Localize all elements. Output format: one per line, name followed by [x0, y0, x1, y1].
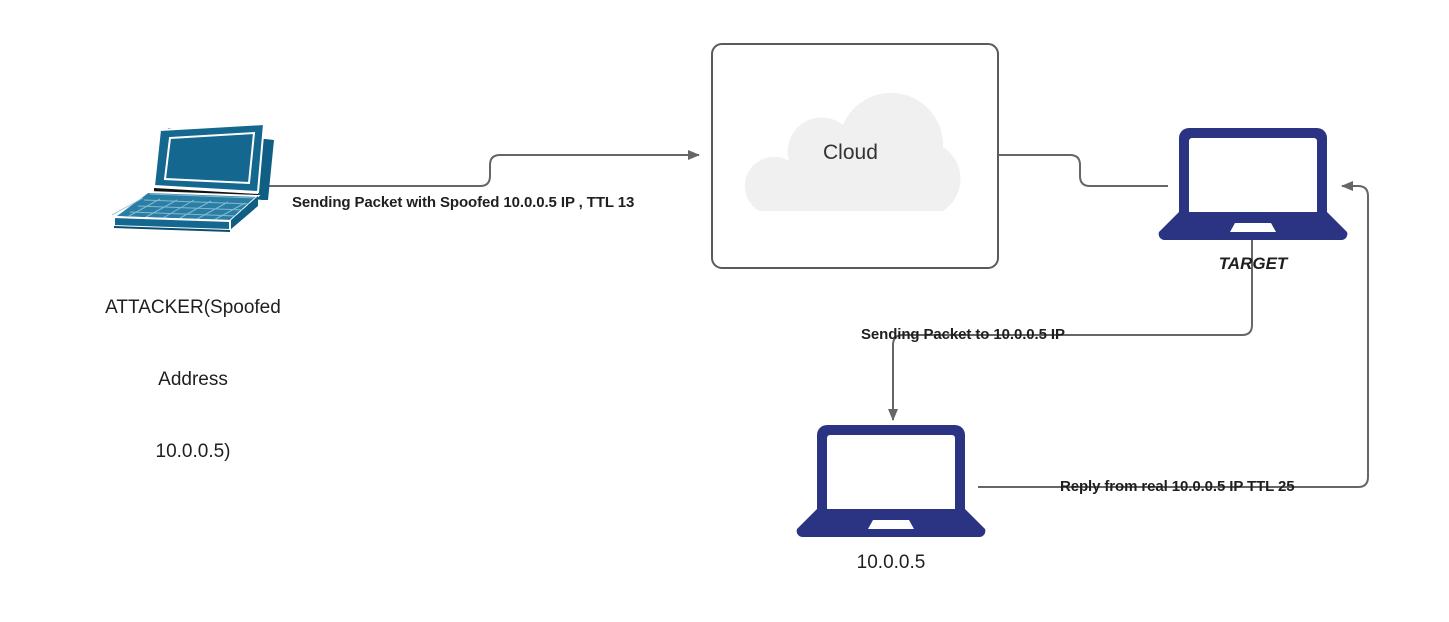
edge-label-target-to-victim: Sending Packet to 10.0.0.5 IP: [861, 326, 1065, 343]
laptop-flat-icon: [1158, 128, 1348, 241]
laptop-3d-icon: [111, 122, 274, 232]
edge-cloud-to-target: [997, 154, 1168, 187]
victim-node[interactable]: 10.0.0.5: [793, 425, 989, 573]
target-label: TARGET: [1218, 254, 1288, 273]
cloud-label: Cloud: [823, 141, 878, 164]
edge-victim-to-target: [978, 181, 1369, 488]
attacker-label-line-2: Address: [158, 369, 228, 390]
cloud-icon: [744, 92, 961, 211]
edge-label-attacker-to-cloud: Sending Packet with Spoofed 10.0.0.5 IP …: [292, 194, 635, 211]
edge-attacker-to-cloud: [264, 150, 700, 187]
edge-target-to-victim: [888, 238, 1253, 421]
victim-label: 10.0.0.5: [856, 552, 926, 573]
cloud-node[interactable]: Cloud: [711, 43, 999, 269]
attacker-label: ATTACKER(Spoofed Address 10.0.0.5): [23, 248, 363, 512]
attacker-label-line-1: ATTACKER(Spoofed: [105, 297, 281, 318]
laptop-flat-icon: [796, 425, 986, 538]
attacker-label-line-3: 10.0.0.5): [155, 441, 231, 462]
target-node[interactable]: TARGET: [1155, 128, 1351, 273]
attacker-node[interactable]: ATTACKER(Spoofed Address 10.0.0.5): [105, 122, 281, 462]
edge-label-victim-to-target: Reply from real 10.0.0.5 IP TTL 25: [1060, 478, 1295, 495]
